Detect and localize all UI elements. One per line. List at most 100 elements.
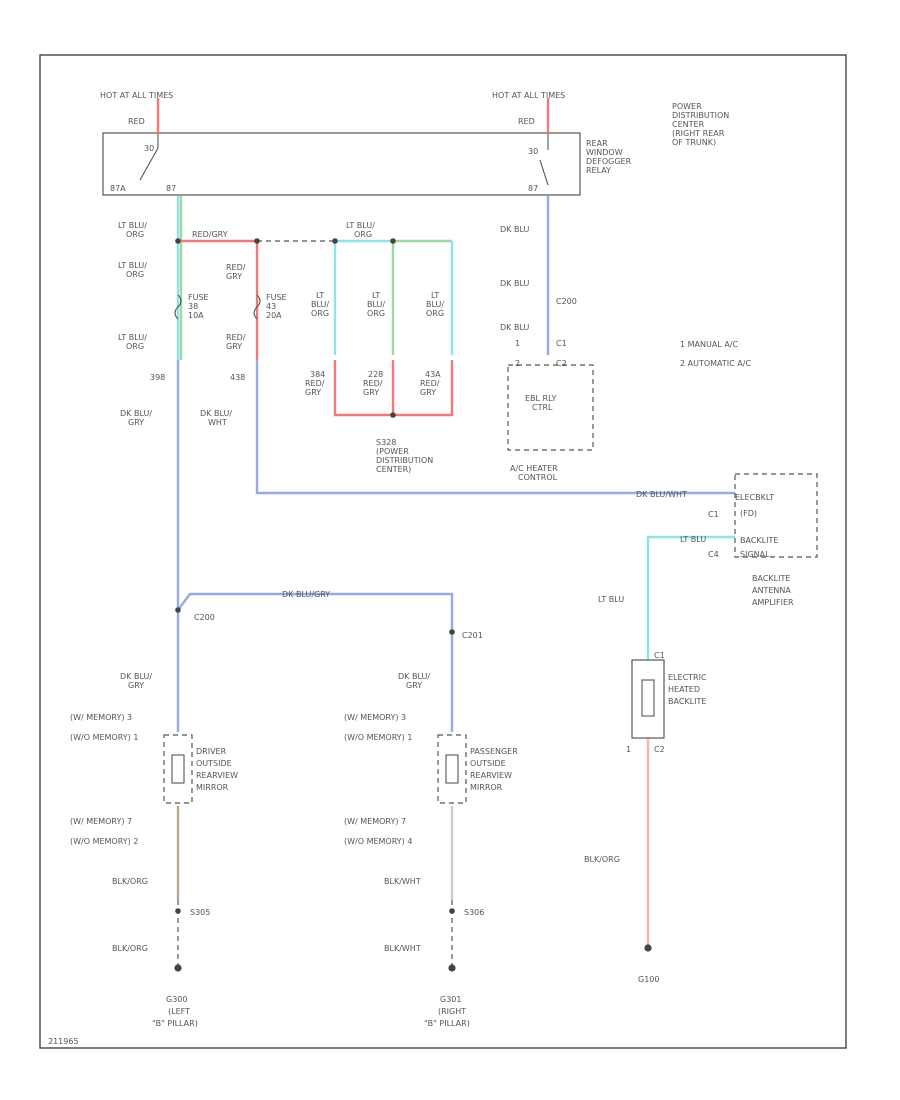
label-ltblu-h: LT BLU [680,535,706,544]
label-pmir-2: OUTSIDE [470,759,506,768]
label-dkblu-3: DK BLU [500,323,529,332]
label-relay-4: RELAY [586,166,611,175]
label-splice-ltblu-2b: BLU/ [367,300,385,309]
label-dkblugry-d2: DK BLU/ [398,672,430,681]
label-pin87a: 87A [110,184,126,193]
label-pmir-3: REARVIEW [470,771,512,780]
label-pdc-2: DISTRIBUTION [672,111,729,120]
wire-dkblu-gry-passenger [177,592,454,732]
label-pin30-left: 30 [144,144,154,153]
label-g301-3: "B" PILLAR) [424,1019,470,1028]
diagram-frame [39,54,847,1049]
label-g100: G100 [638,975,659,984]
splice-dot-s306 [449,908,455,914]
label-splice-red-3c: GRY [420,388,436,397]
label-splice-red-1c: GRY [305,388,321,397]
label-splice-ltblu-3: LT [431,291,439,300]
label-mem-1: (W/ MEMORY) 3 [70,713,132,722]
label-fuse38-2: 38 [188,302,198,311]
label-c2-num: 2 [515,359,520,368]
label-redgry-top: RED/GRY [192,230,228,239]
ebl-relay-control-box [507,364,594,451]
label-heat-n1: 1 [626,745,631,754]
label-dkblu-2: DK BLU [500,279,529,288]
heated-backlite-box [631,659,665,739]
label-dmir-2: OUTSIDE [196,759,232,768]
splice-dot-1 [175,238,181,244]
label-pmir-4: MIRROR [470,783,503,792]
label-heat-2: HEATED [668,685,700,694]
label-ebl-1: EBL RLY [525,394,556,403]
label-g301-1: G301 [440,995,461,1004]
label-s328-2: (POWER [376,447,409,456]
wire-ltblu-amplifier [646,535,735,660]
label-pin87-right: 87 [528,184,538,193]
label-g301-2: (RIGHT [438,1007,466,1016]
label-438: 438 [230,373,245,382]
label-g300-3: "B" PILLAR) [152,1019,198,1028]
label-splice-red-1b: RED/ [305,379,325,388]
relay-switch-left [139,147,159,181]
label-red-2: RED [518,117,535,126]
label-blkwht-2: BLK/WHT [384,944,421,953]
label-ltbluorg-2: LT BLU/ [118,261,147,270]
relay-switch-right [539,159,549,186]
label-ltbluorg-2b: ORG [126,270,144,279]
figure-id: 211965 [48,1037,79,1046]
ground-dot-g301 [448,964,456,972]
label-hot-2: HOT AT ALL TIMES [492,91,565,100]
label-dkbluwht: DK BLU/ [200,409,232,418]
label-ltbluorg-top: LT BLU/ [346,221,375,230]
label-redgry-2b: GRY [226,272,242,281]
label-g300-2: (LEFT [168,1007,190,1016]
label-pdc-1: POWER [672,102,702,111]
label-dkblu-1: DK BLU [500,225,529,234]
label-fuse43-1: FUSE [266,293,287,302]
label-amp-c4: C4 [708,550,719,559]
label-pmir-1: PASSENGER [470,747,518,756]
ground-dot-g100 [644,944,652,952]
label-dkblugry-d2b: GRY [406,681,422,690]
label-splice-red-3: 43A [425,370,441,379]
label-mem-6: (W/O MEMORY) 2 [70,837,138,846]
label-dmir-1: DRIVER [196,747,227,756]
label-dkblugry-d1b: GRY [128,681,144,690]
fuse-43-symbol [253,294,261,320]
driver-mirror-box [163,734,193,804]
label-splice-red-2: 228 [368,370,383,379]
label-note-2: 2 AUTOMATIC A/C [680,359,751,368]
label-splice-ltblu-3b: BLU/ [426,300,444,309]
label-s306: S306 [464,908,484,917]
label-mem-4: (W/O MEMORY) 1 [344,733,412,742]
label-redgry-3: RED/ [226,333,246,342]
splice-dot-7 [449,629,455,635]
label-amp-4: SIGNAL [740,550,770,559]
label-heat-3: BACKLITE [668,697,706,706]
label-heat-c2: C2 [654,745,665,754]
label-blkorg-2: BLK/ORG [112,944,148,953]
label-c1-pin: C1 [556,339,567,348]
label-fuse38-1: FUSE [188,293,209,302]
label-398: 398 [150,373,165,382]
splice-dot-6 [175,607,181,613]
label-relay-1: REAR [586,139,608,148]
label-amp-l3: AMPLIFIER [752,598,794,607]
splice-dot-s305 [175,908,181,914]
label-fuse43-3: 20A [266,311,282,320]
label-pin87-left: 87 [166,184,176,193]
label-splice-ltblu-1: LT [316,291,324,300]
label-note-1: 1 MANUAL A/C [680,340,738,349]
splice-dot-5 [390,412,396,418]
label-blkorg-1: BLK/ORG [112,877,148,886]
label-dkblugryb: GRY [128,418,144,427]
label-ach-1: A/C HEATER [510,464,558,473]
label-c2-pin: C2 [556,359,567,368]
label-redgry-2: RED/ [226,263,246,272]
splice-dot-3 [332,238,338,244]
label-splice-ltblu-1c: ORG [311,309,329,318]
wire-dkblu-wht [255,360,735,495]
label-fuse38-3: 10A [188,311,204,320]
label-splice-ltblu-3c: ORG [426,309,444,318]
label-splice-red-3b: RED/ [420,379,440,388]
label-mem-2: (W/O MEMORY) 1 [70,733,138,742]
